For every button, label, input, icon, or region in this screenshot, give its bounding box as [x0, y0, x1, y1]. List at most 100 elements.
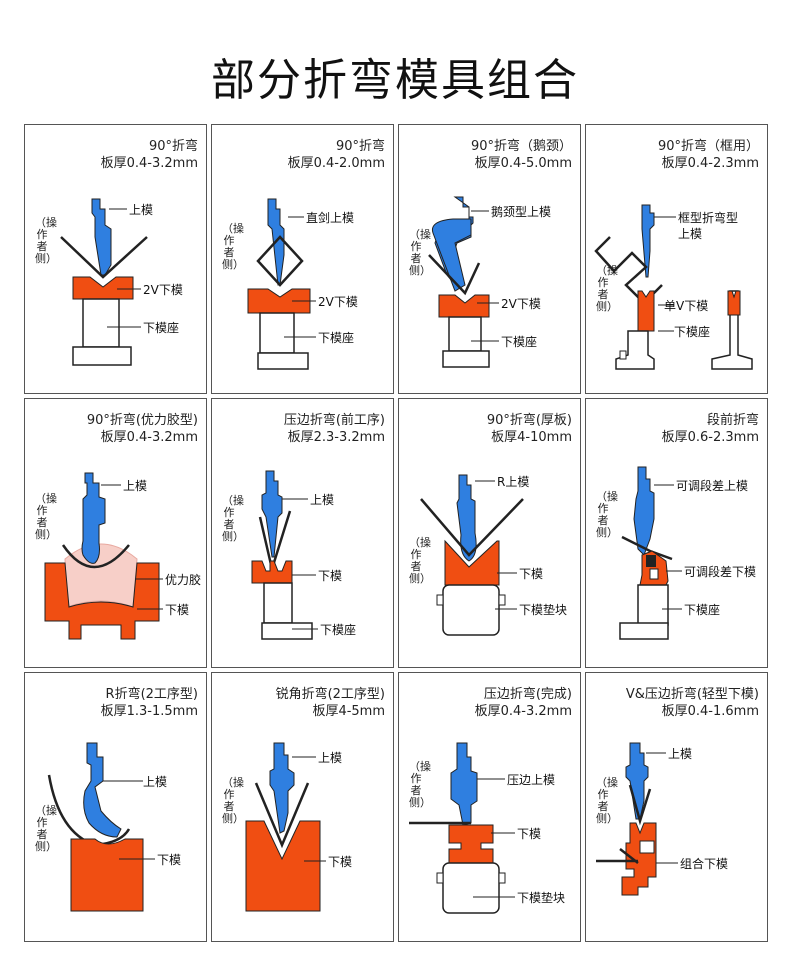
panel-90-bend: 90°折弯 板厚0.4-3.2mm （操作者侧） 上模 2V下模 下模座	[24, 124, 207, 394]
box-punch	[641, 204, 655, 278]
sheet-metal	[420, 498, 524, 557]
panel-90-bend-gooseneck: 90°折弯（鹅颈） 板厚0.4-5.0mm （操作者侧） 鹅颈型上模 2V下模 …	[398, 124, 581, 394]
panel-title: 段前折弯	[706, 413, 759, 428]
sheet-metal-hem	[596, 848, 639, 864]
panel-v-and-hem: V&压边折弯(轻型下模) 板厚0.4-1.6mm （操作者侧） 上模 组合下模	[585, 672, 768, 942]
die-holder-base	[619, 622, 669, 640]
panel-thickness: 板厚0.4-3.2mm	[474, 704, 572, 719]
sheet-metal	[621, 535, 673, 561]
upper-punch	[269, 742, 295, 834]
callout-upper-punch: 上模	[318, 751, 343, 765]
panel-title: 压边折弯(前工序)	[283, 413, 385, 428]
sheet-metal	[628, 784, 652, 826]
upper-punch	[625, 742, 649, 820]
callout-lower-die: 下模	[318, 569, 343, 583]
panel-4-drawing	[594, 204, 753, 370]
panel-title: 90°折弯（框用）	[657, 139, 759, 154]
panel-hem-final: 压边折弯(完成) 板厚0.4-3.2mm （操作者侧） 压边上模 下模 下模垫块	[398, 672, 581, 942]
die-holder	[259, 312, 295, 354]
callout-2v-die: 2V下模	[318, 295, 358, 309]
lower-die	[438, 294, 490, 318]
callout-lower-die: 下模	[328, 855, 353, 869]
panel-title: 90°折弯（鹅颈）	[470, 139, 572, 154]
die-holder	[637, 584, 669, 626]
sheet-metal	[254, 782, 310, 849]
page-title: 部分折弯模具组合	[211, 55, 579, 106]
callout-box-punch-2: 上模	[678, 227, 703, 241]
operator-side-label: （操作者侧）	[35, 492, 57, 541]
goose-punch-body	[431, 218, 472, 292]
panel-hem-pre: 压边折弯(前工序) 板厚2.3-3.2mm （操作者侧） 上模 下模 下模座	[211, 398, 394, 668]
callout-die-holder: 下模座	[143, 321, 180, 335]
callout-urethane: 优力胶	[165, 573, 202, 587]
lower-die	[448, 824, 494, 864]
panel-title: 压边折弯(完成)	[483, 687, 572, 702]
die-holder-base	[72, 346, 132, 366]
combined-die	[621, 822, 657, 896]
upper-punch	[83, 742, 122, 838]
sheet-metal	[428, 254, 481, 296]
operator-side-label: （操作者侧）	[222, 494, 244, 543]
panel-9-drawing	[47, 742, 155, 912]
panel-10-drawing	[245, 742, 326, 912]
panel-thickness: 板厚4-5mm	[312, 704, 385, 719]
panel-title: 90°折弯	[148, 139, 198, 154]
panel-90-bend-thick: 90°折弯(厚板) 板厚4-10mm （操作者侧） R上模 下模 下模垫块	[398, 398, 581, 668]
panel-title: 90°折弯(厚板)	[486, 413, 572, 428]
panel-90-bend-box: 90°折弯（框用） 板厚0.4-2.3mm （操作者侧） 框型折弯型 上模 单V…	[585, 124, 768, 394]
operator-side-label: （操作者侧）	[596, 490, 618, 539]
lower-die	[245, 820, 321, 912]
callout-die-holder: 下模座	[318, 331, 355, 345]
panel-title: 90°折弯(优力胶型)	[86, 413, 198, 428]
die-spacer	[442, 584, 500, 636]
upper-punch	[81, 472, 106, 564]
panel-thickness: 板厚2.3-3.2mm	[287, 430, 385, 445]
lower-die	[44, 562, 160, 640]
callout-upper-punch: 上模	[129, 203, 154, 217]
die-holder-base	[442, 350, 490, 368]
callout-upper-punch: 上模	[310, 493, 335, 507]
r-punch	[456, 474, 477, 562]
panel-title: 90°折弯	[335, 139, 385, 154]
panel-90-bend-urethane: 90°折弯(优力胶型) 板厚0.4-3.2mm （操作者侧） 上模 优力胶 下模	[24, 398, 207, 668]
operator-side-label: （操作者侧）	[35, 216, 57, 265]
single-v-die-right	[727, 290, 741, 316]
callout-gooseneck-punch: 鹅颈型上模	[491, 205, 552, 219]
callout-die-holder: 下模座	[320, 623, 357, 637]
panel-r-bend: R折弯(2工序型) 板厚1.3-1.5mm （操作者侧） 上模 下模	[24, 672, 207, 942]
upper-punch	[261, 470, 283, 558]
callout-die-spacer: 下模垫块	[519, 603, 568, 617]
panel-thickness: 板厚0.4-5.0mm	[474, 156, 572, 171]
operator-side-label: （操作者侧）	[596, 264, 618, 313]
panel-3-drawing	[428, 196, 499, 368]
panel-5-drawing	[44, 472, 163, 640]
panel-thickness: 板厚0.6-2.3mm	[661, 430, 759, 445]
panel-8-drawing	[619, 466, 682, 640]
callout-box-punch: 框型折弯型	[678, 211, 739, 225]
callout-2v-die: 2V下模	[501, 297, 541, 311]
lower-die	[70, 838, 144, 912]
panel-12-drawing	[596, 742, 678, 896]
panel-thickness: 板厚0.4-3.2mm	[100, 430, 198, 445]
callout-upper-punch: 上模	[123, 479, 148, 493]
panel-title: V&压边折弯(轻型下模)	[625, 687, 759, 702]
callout-combined-die: 组合下模	[680, 857, 729, 871]
callout-die-holder: 下模座	[684, 603, 721, 617]
panel-thickness: 板厚0.4-3.2mm	[100, 156, 198, 171]
sheet-metal	[256, 235, 304, 287]
operator-side-label: （操作者侧）	[409, 536, 431, 585]
callout-r-punch: R上模	[497, 475, 530, 489]
panel-thickness: 板厚0.4-2.0mm	[287, 156, 385, 171]
upper-punch	[91, 198, 112, 276]
callout-hemming-punch: 压边上模	[507, 773, 556, 787]
hemming-punch	[450, 742, 478, 826]
callout-upper-punch: 上模	[143, 775, 168, 789]
panel-thickness: 板厚1.3-1.5mm	[100, 704, 198, 719]
callout-straight-punch: 直剑上模	[306, 211, 355, 225]
lower-die	[72, 276, 134, 300]
callout-upper-punch: 上模	[668, 747, 693, 761]
operator-side-label: （操作者侧）	[409, 228, 431, 277]
die-holder	[263, 582, 293, 624]
panel-title: 锐角折弯(2工序型)	[275, 687, 385, 702]
operator-side-label: （操作者侧）	[222, 776, 244, 825]
